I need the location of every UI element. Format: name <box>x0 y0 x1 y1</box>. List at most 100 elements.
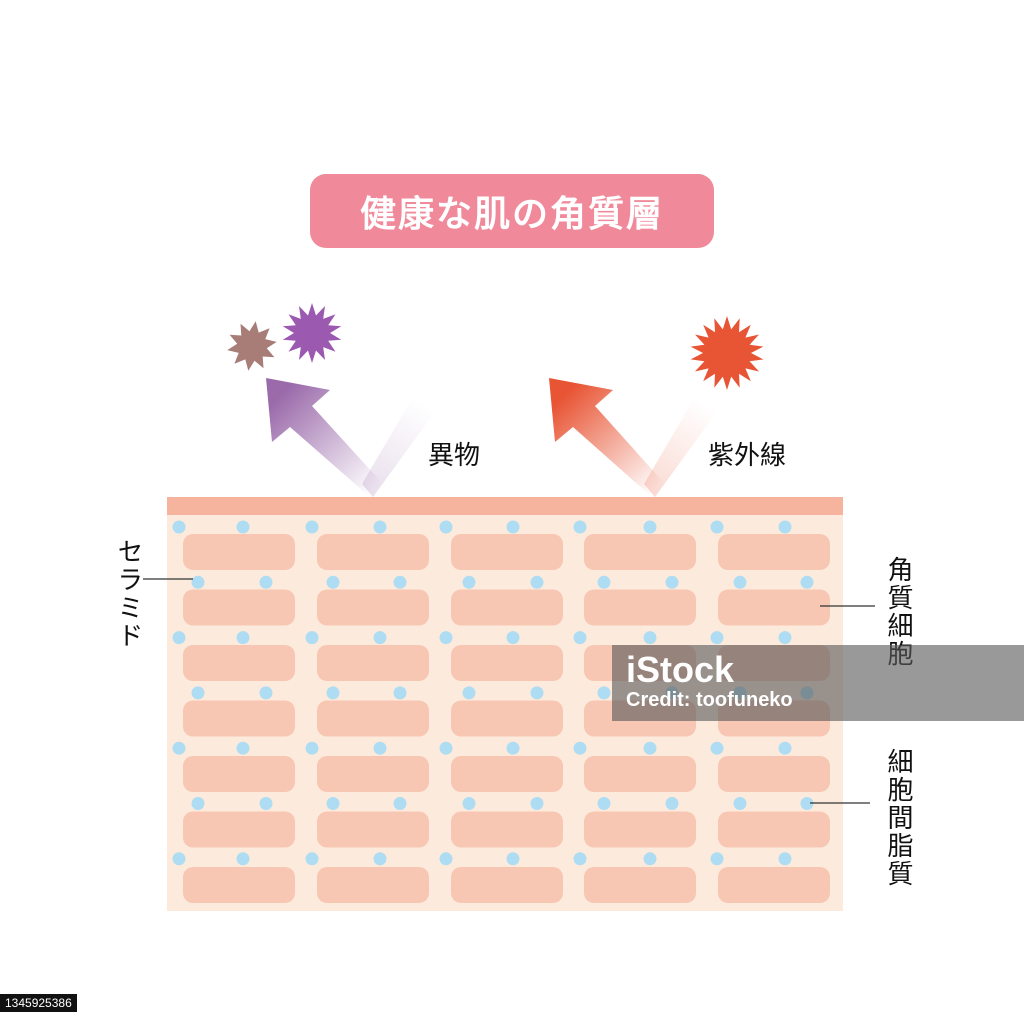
corneocyte-cell <box>584 589 696 626</box>
lipid-dot <box>710 520 724 534</box>
lipid-dot <box>326 797 340 810</box>
image-id-tag: 1345925386 <box>0 994 77 1012</box>
corneocyte-cell <box>183 756 295 792</box>
lipid-dot <box>259 575 273 589</box>
lipid-dot <box>530 575 544 589</box>
lipid-dot <box>506 631 520 645</box>
lipid-dot <box>191 686 205 700</box>
corneocyte-cell <box>317 589 429 626</box>
lipid-dot <box>191 575 205 589</box>
lipid-dot <box>710 631 724 645</box>
corneocyte-cell <box>718 534 830 570</box>
corneocyte-cell <box>183 534 295 570</box>
lipid-dot <box>172 631 186 645</box>
lipid-dot <box>597 686 611 700</box>
ceramide-label: セラミド <box>113 538 143 650</box>
uv-particle-icon <box>690 316 764 390</box>
lipid-dot <box>326 575 340 589</box>
lipid-dot <box>733 797 747 810</box>
lipid-dot <box>439 741 453 755</box>
lipid-dot <box>573 741 587 755</box>
uv-reflect-arrow-icon <box>549 378 665 497</box>
lipid-dot <box>506 520 520 534</box>
lipid-dot <box>172 852 186 866</box>
corneocyte-cell <box>584 811 696 848</box>
corneocyte-cell <box>183 589 295 626</box>
lipid-dot <box>462 797 476 810</box>
skin-surface-layer <box>167 497 843 515</box>
corneocyte-cell <box>718 756 830 792</box>
lipid-dot <box>462 686 476 700</box>
lipid-dot <box>259 797 273 810</box>
lipid-dot <box>800 575 814 589</box>
lipid-dot <box>573 520 587 534</box>
corneocyte-cell <box>718 589 830 626</box>
corneocyte-cell <box>183 700 295 737</box>
lipid-dot <box>373 852 387 866</box>
lipid-dot <box>573 852 587 866</box>
uv-incoming-path <box>644 397 716 497</box>
lipid-dot <box>778 852 792 866</box>
lipid-dot <box>597 797 611 810</box>
corneocyte-cell <box>317 534 429 570</box>
lipid-dot <box>643 741 657 755</box>
lipid-dot <box>236 520 250 534</box>
intercellular-lipid-label: 細胞間脂質 <box>883 748 913 888</box>
lipid-dot <box>439 520 453 534</box>
corneocyte-cell <box>183 867 295 903</box>
lipid-dot <box>393 575 407 589</box>
lipid-dot <box>305 631 319 645</box>
watermark-credit: Credit: toofuneko <box>626 689 793 711</box>
lipid-dot <box>778 741 792 755</box>
corneocyte-cell <box>451 867 563 903</box>
lipid-dot <box>393 686 407 700</box>
corneocyte-cell <box>451 645 563 681</box>
watermark-brand: iStock <box>626 649 735 690</box>
lipid-dot <box>326 686 340 700</box>
uv-rays-label: 紫外線 <box>708 441 787 471</box>
lipid-dot <box>665 797 679 810</box>
lipid-dot <box>236 631 250 645</box>
lipid-dot <box>373 631 387 645</box>
lipid-dot <box>373 741 387 755</box>
lipid-dot <box>643 852 657 866</box>
lipid-dot <box>573 631 587 645</box>
corneocyte-cell <box>451 534 563 570</box>
corneocyte-cell <box>317 867 429 903</box>
corneocyte-cell <box>317 811 429 848</box>
page-title: 健康な肌の角質層 <box>359 194 664 235</box>
lipid-dot <box>305 520 319 534</box>
corneocyte-cell <box>183 811 295 848</box>
lipid-dot <box>710 741 724 755</box>
lipid-dot <box>665 575 679 589</box>
lipid-dot <box>710 852 724 866</box>
corneocyte-cell <box>451 700 563 737</box>
lipid-dot <box>800 797 814 810</box>
corneocyte-cell <box>183 645 295 681</box>
lipid-dot <box>439 631 453 645</box>
corneocyte-cell <box>584 534 696 570</box>
corneocyte-cell <box>584 867 696 903</box>
lipid-dot <box>172 520 186 534</box>
lipid-dot <box>733 575 747 589</box>
watermark: iStock Credit: toofuneko <box>612 645 1024 721</box>
lipid-dot <box>462 575 476 589</box>
corneocyte-cell <box>317 700 429 737</box>
lipid-dot <box>643 631 657 645</box>
corneocyte-cell <box>718 811 830 848</box>
foreign-matter-reflect-arrow-icon <box>266 378 383 497</box>
lipid-dot <box>506 741 520 755</box>
lipid-dot <box>305 741 319 755</box>
lipid-dot <box>643 520 657 534</box>
foreign-particle-purple-icon <box>282 303 342 363</box>
lipid-dot <box>597 575 611 589</box>
lipid-dot <box>172 741 186 755</box>
foreign-particle-brown-icon <box>227 321 277 371</box>
title-banner: 健康な肌の角質層 <box>310 174 714 248</box>
lipid-dot <box>191 797 205 810</box>
lipid-dot <box>778 520 792 534</box>
corneocyte-cell <box>718 867 830 903</box>
corneocyte-cell <box>317 756 429 792</box>
lipid-dot <box>305 852 319 866</box>
